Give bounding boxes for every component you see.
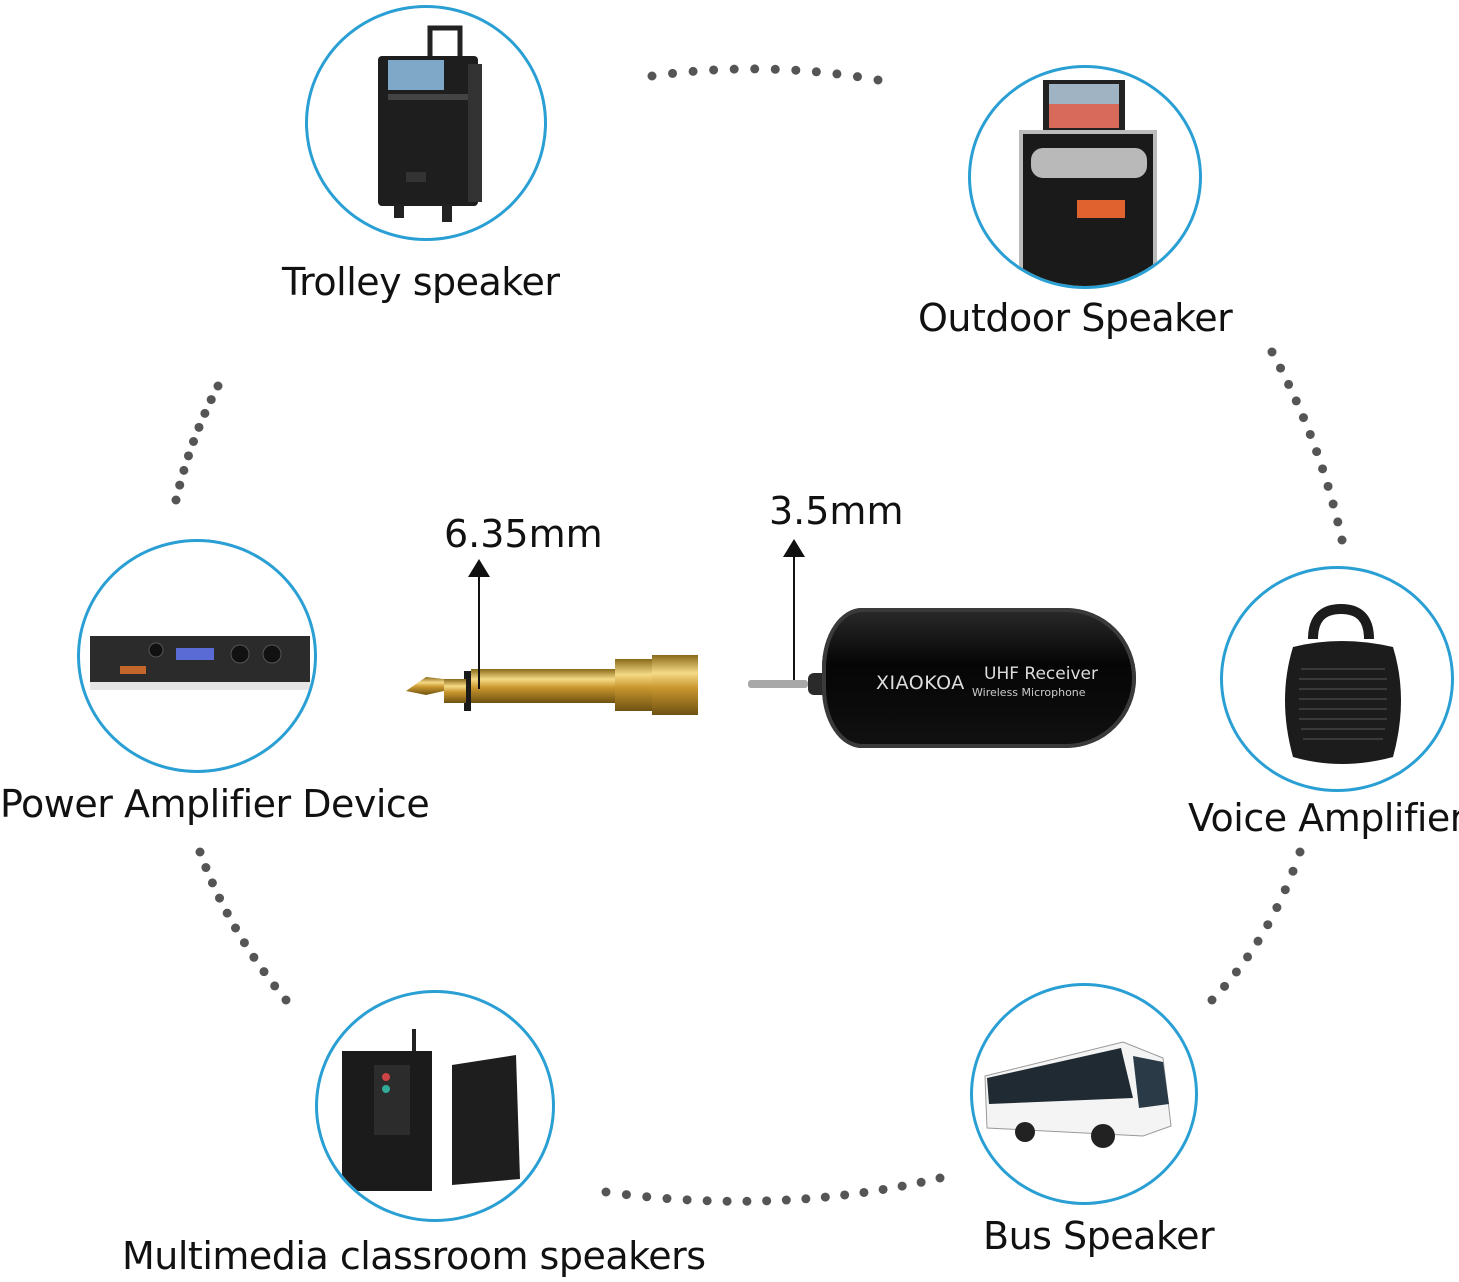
connector-dot (1312, 447, 1322, 457)
connector-dot (1231, 967, 1241, 977)
connector-dot (1272, 903, 1282, 913)
connector-dot (709, 65, 719, 75)
device-label-voice-amp: Voice Amplifier (1188, 796, 1459, 840)
connector-dot (897, 1181, 907, 1191)
connector-dot (729, 64, 739, 74)
connector-dot (801, 1194, 811, 1204)
connector-dot (1328, 499, 1338, 509)
connector-dot (213, 381, 223, 391)
connector-dot (222, 908, 232, 918)
connector-dot (791, 65, 801, 75)
connector-dot (259, 967, 269, 977)
device-circle-power-amp (77, 539, 317, 773)
connector-dot (1284, 379, 1294, 389)
connector-dot (859, 1187, 869, 1197)
connector-dot (1295, 847, 1305, 857)
connector-dot (873, 75, 883, 85)
connector-dot (207, 878, 217, 888)
insulator-ring (464, 671, 471, 711)
connector-dot (1318, 464, 1328, 474)
connector-dot (1291, 396, 1301, 406)
connector-dot (215, 893, 224, 903)
voice-amplifier-icon (1285, 603, 1401, 764)
device-circle-classroom (315, 990, 555, 1222)
connector-dot (171, 495, 181, 505)
connector-dot (201, 863, 211, 873)
connector-dot (1337, 535, 1347, 545)
connector-dot (852, 72, 862, 82)
connector-dot (183, 451, 193, 461)
connector-dot (1253, 936, 1263, 946)
connector-dot (1267, 347, 1277, 357)
device-label-bus: Bus Speaker (983, 1214, 1215, 1258)
connector-dot (200, 408, 210, 418)
connector-dot (601, 1187, 611, 1197)
connector-dot (762, 1196, 772, 1206)
gold-adapter-plug (406, 559, 698, 715)
device-label-power-amp: Power Amplifier Device (0, 782, 430, 826)
connector-dot (621, 1190, 631, 1200)
connector-dot (682, 1195, 692, 1205)
connector-dot (179, 465, 189, 475)
connector-dot (668, 68, 678, 78)
connector-dot (1276, 363, 1286, 373)
connector-dot (840, 1190, 850, 1200)
connector-dot (781, 1195, 791, 1205)
connector-dot (206, 395, 216, 405)
connector-dot (642, 1192, 652, 1202)
connector-dot (195, 847, 205, 857)
device-label-outdoor: Outdoor Speaker (918, 296, 1233, 340)
outdoor-speaker-icon (1019, 80, 1157, 286)
device-circle-voice-amp (1220, 566, 1454, 792)
connector-dot (878, 1184, 888, 1194)
power-amplifier-icon (90, 636, 310, 690)
receiver-dimension-label: 3.5mm (769, 489, 904, 533)
receiver-brand: XIAOKOA (876, 672, 965, 694)
connector-dot (820, 1192, 830, 1202)
connector-dot (722, 1196, 732, 1206)
connector-dot (742, 1196, 752, 1206)
device-circle-trolley (305, 5, 547, 241)
connector-dot (702, 1196, 712, 1206)
receiver-subtitle: Wireless Microphone (972, 686, 1086, 699)
connector-dot (1280, 885, 1290, 895)
connector-dot (647, 71, 657, 81)
connector-dot (231, 923, 240, 933)
connector-dot (1323, 481, 1333, 491)
device-label-classroom: Multimedia classroom speakers (122, 1234, 706, 1278)
connector-dot (935, 1173, 945, 1183)
connector-dot (811, 67, 821, 77)
device-label-trolley: Trolley speaker (282, 260, 560, 304)
trolley-speaker-icon (378, 25, 482, 222)
connector-dot (270, 981, 280, 991)
device-circle-bus (970, 983, 1198, 1205)
connector-dot (1333, 517, 1343, 527)
connector-dot (1298, 413, 1308, 423)
wireless-receiver: XIAOKOA UHF Receiver Wireless Microphone (822, 608, 1136, 748)
classroom-speakers-icon (342, 1029, 520, 1191)
connector-dot (175, 480, 185, 490)
connector-dot (688, 66, 698, 76)
device-circle-outdoor (968, 65, 1202, 289)
connector-dot (1263, 920, 1273, 930)
connector-dot (750, 64, 760, 74)
connector-dot (1207, 995, 1217, 1005)
connector-dot (1243, 952, 1253, 962)
connector-dot (1305, 429, 1315, 439)
jack-pin (748, 680, 808, 688)
connector-dot (249, 952, 259, 962)
connector-dot (194, 422, 204, 432)
connector-dot (1220, 981, 1230, 991)
connector-dot (239, 938, 249, 948)
adapter-dimension-label: 6.35mm (444, 512, 603, 556)
connector-dot (662, 1194, 672, 1204)
connector-dot (281, 995, 291, 1005)
connector-dot (832, 69, 842, 79)
receiver-model: UHF Receiver (984, 664, 1098, 684)
connector-dot (189, 437, 198, 446)
connector-dot (916, 1177, 926, 1187)
bus-icon (984, 1041, 1172, 1148)
connector-dot (1288, 866, 1298, 876)
connector-dot (770, 64, 780, 74)
